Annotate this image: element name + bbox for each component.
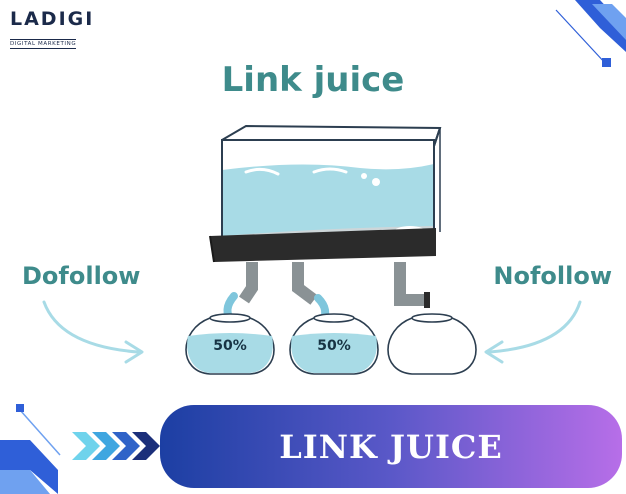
logo-wordmark: LADIGI (10, 8, 95, 30)
logo-tagline: DIGITAL MARKETING (10, 39, 77, 49)
bowl-right-empty (387, 313, 477, 375)
dofollow-label: Dofollow (22, 262, 141, 290)
arrow-right-curved-icon (484, 300, 582, 364)
outflow-pipes (223, 262, 430, 326)
banner-title: LINK JUICE (279, 427, 503, 466)
bowl-left (185, 313, 275, 375)
diagram-title: Link juice (221, 60, 405, 100)
banner: LINK JUICE (160, 405, 622, 488)
chevron-arrows-icon (72, 432, 160, 460)
ladigi-logo: LADIGI DIGITAL MARKETING (10, 8, 120, 49)
bowl-middle (289, 313, 379, 375)
water-tank (209, 124, 442, 263)
nofollow-label: Nofollow (493, 262, 612, 290)
bowl-middle-percent: 50% (317, 338, 351, 354)
corner-decoration-top-right (555, 0, 626, 67)
corner-decoration-bottom-left (0, 404, 61, 494)
bowl-left-percent: 50% (213, 338, 247, 354)
arrow-left-curved-icon (42, 300, 144, 364)
